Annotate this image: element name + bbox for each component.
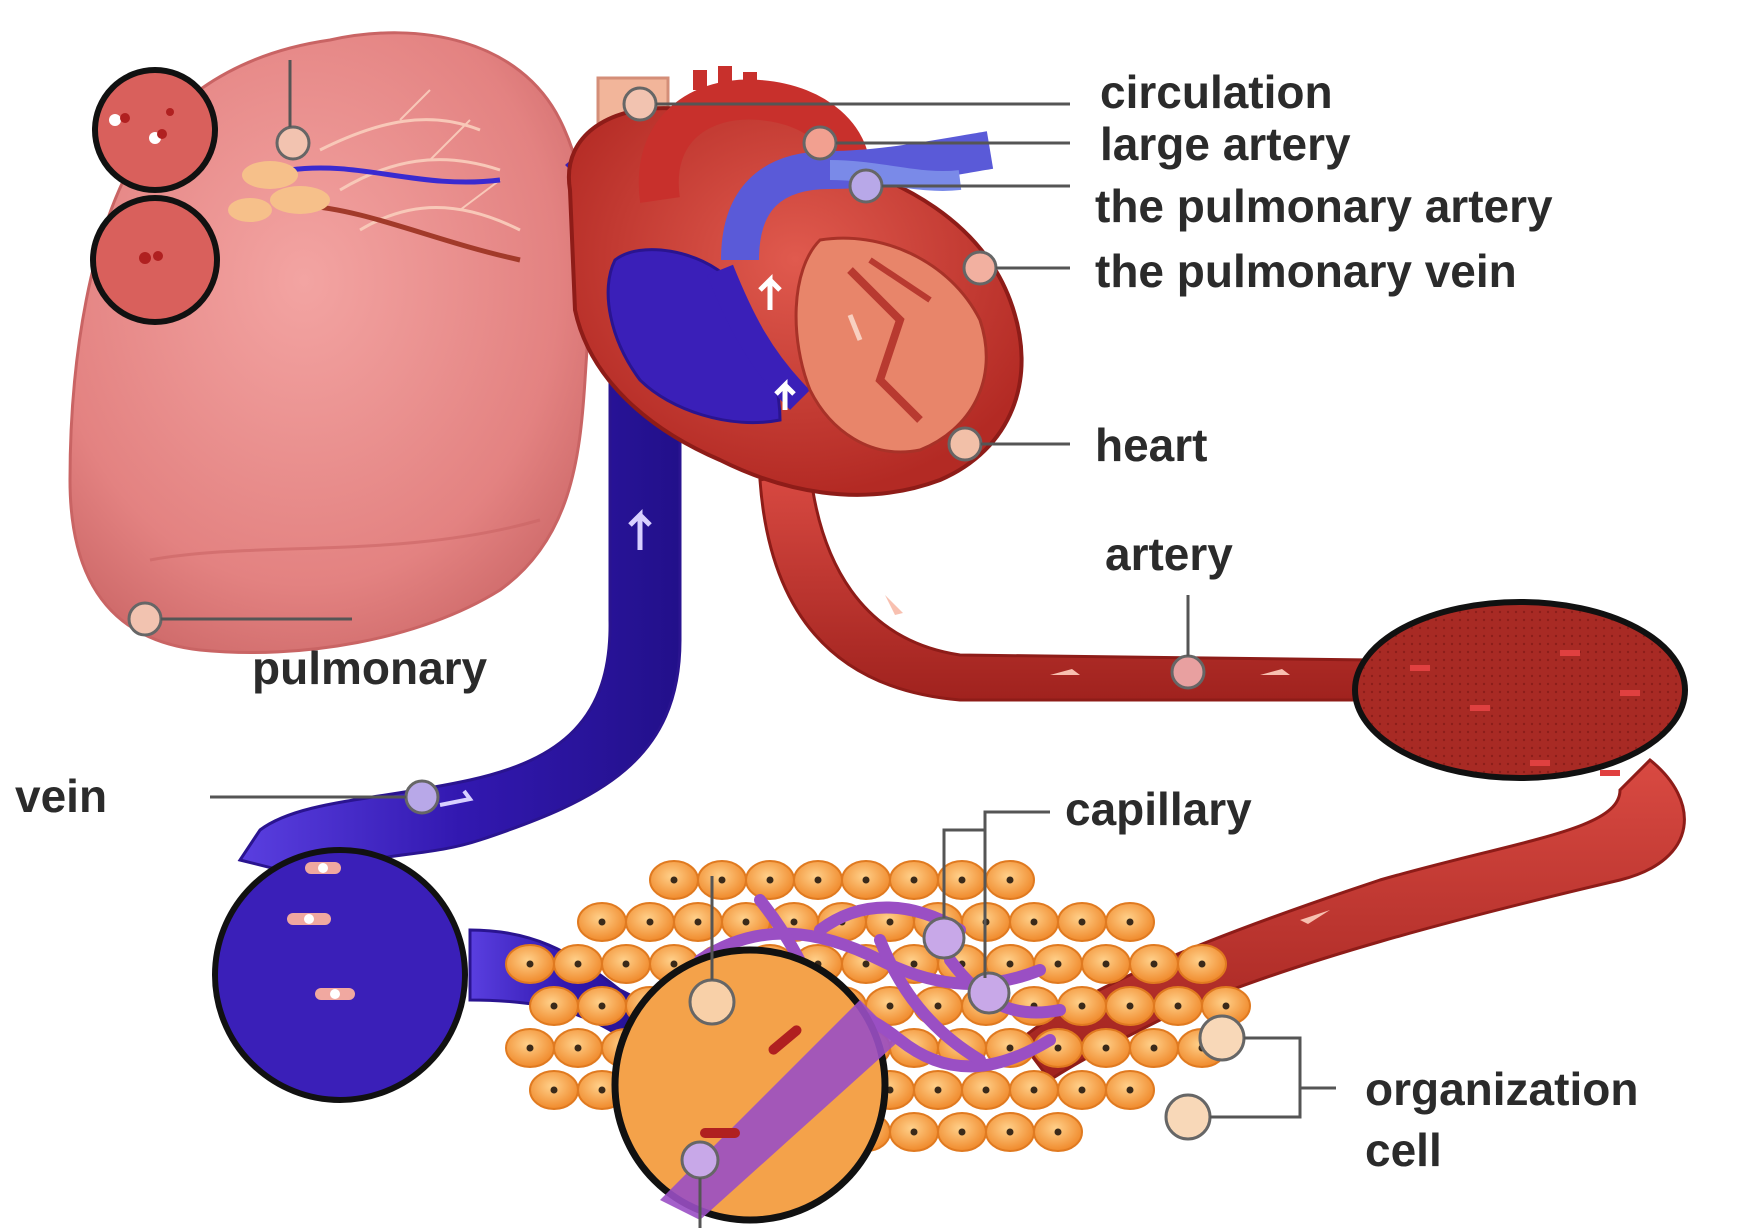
cell-nucleus [551, 1003, 558, 1010]
cell-nucleus [1103, 961, 1110, 968]
cell-nucleus [1055, 1129, 1062, 1136]
cell-nucleus [1031, 1087, 1038, 1094]
label-vein: vein [15, 770, 107, 822]
cell-nucleus [1151, 1045, 1158, 1052]
cell-nucleus [647, 919, 654, 926]
cell-nucleus [911, 1129, 918, 1136]
label-pulmonary-artery: the pulmonary artery [1095, 180, 1553, 232]
label-artery: artery [1105, 528, 1233, 580]
cell-nucleus [1007, 1129, 1014, 1136]
cell-nucleus [1127, 1087, 1134, 1094]
cell-nucleus [1127, 919, 1134, 926]
cell-nucleus [743, 919, 750, 926]
cell-nucleus [983, 1087, 990, 1094]
cell-nucleus [1031, 919, 1038, 926]
cell-nucleus [911, 961, 918, 968]
cell-nucleus [695, 919, 702, 926]
cell-nucleus [1175, 1003, 1182, 1010]
cell-nucleus [1103, 1045, 1110, 1052]
label-heart: heart [1095, 419, 1207, 471]
cell-nucleus [1151, 961, 1158, 968]
cell-nucleus [1007, 1045, 1014, 1052]
cell-nucleus [623, 961, 630, 968]
cell-nucleus [1055, 961, 1062, 968]
label-large-artery: large artery [1100, 118, 1351, 170]
cell-nucleus [671, 877, 678, 884]
cell-nucleus [1223, 1003, 1230, 1010]
cell-nucleus [959, 1129, 966, 1136]
label-circulation: circulation [1100, 66, 1333, 118]
cell-nucleus [1127, 1003, 1134, 1010]
cell-nucleus [887, 919, 894, 926]
label-cell: cell [1365, 1124, 1442, 1176]
cell-nucleus [935, 1003, 942, 1010]
cell-nucleus [1055, 1045, 1062, 1052]
cell-nucleus [551, 1087, 558, 1094]
cell-nucleus [575, 961, 582, 968]
cell-nucleus [599, 1087, 606, 1094]
cell-nucleus [767, 877, 774, 884]
cell-nucleus [935, 1087, 942, 1094]
label-organization: organization [1365, 1063, 1638, 1115]
cell-nucleus [863, 877, 870, 884]
cell-nucleus [1007, 961, 1014, 968]
cell-nucleus [671, 961, 678, 968]
cell-nucleus [1079, 919, 1086, 926]
cell-nucleus [527, 961, 534, 968]
artery-blood-zoom [1355, 602, 1685, 778]
systemic-artery [760, 470, 1370, 700]
cell-nucleus [527, 1045, 534, 1052]
lung-alveolus-zoom-bottom [93, 198, 217, 322]
cell-nucleus [599, 1003, 606, 1010]
cell-nucleus [575, 1045, 582, 1052]
cell-nucleus [719, 877, 726, 884]
cell-nucleus [1079, 1087, 1086, 1094]
cell-nucleus [911, 877, 918, 884]
cell-nucleus [1199, 961, 1206, 968]
cell-nucleus [1007, 877, 1014, 884]
cell-nucleus [815, 877, 822, 884]
cell-nucleus [1079, 1003, 1086, 1010]
label-pulmonary: pulmonary [252, 642, 488, 694]
cell-nucleus [863, 961, 870, 968]
label-capillary: capillary [1065, 783, 1252, 835]
label-pulmonary-vein: the pulmonary vein [1095, 245, 1517, 297]
cell-nucleus [599, 919, 606, 926]
cell-nucleus [791, 919, 798, 926]
vein-blood-zoom [215, 850, 465, 1100]
cell-nucleus [887, 1003, 894, 1010]
cell-nucleus [959, 877, 966, 884]
lung-alveolus-zoom-top [95, 70, 215, 190]
